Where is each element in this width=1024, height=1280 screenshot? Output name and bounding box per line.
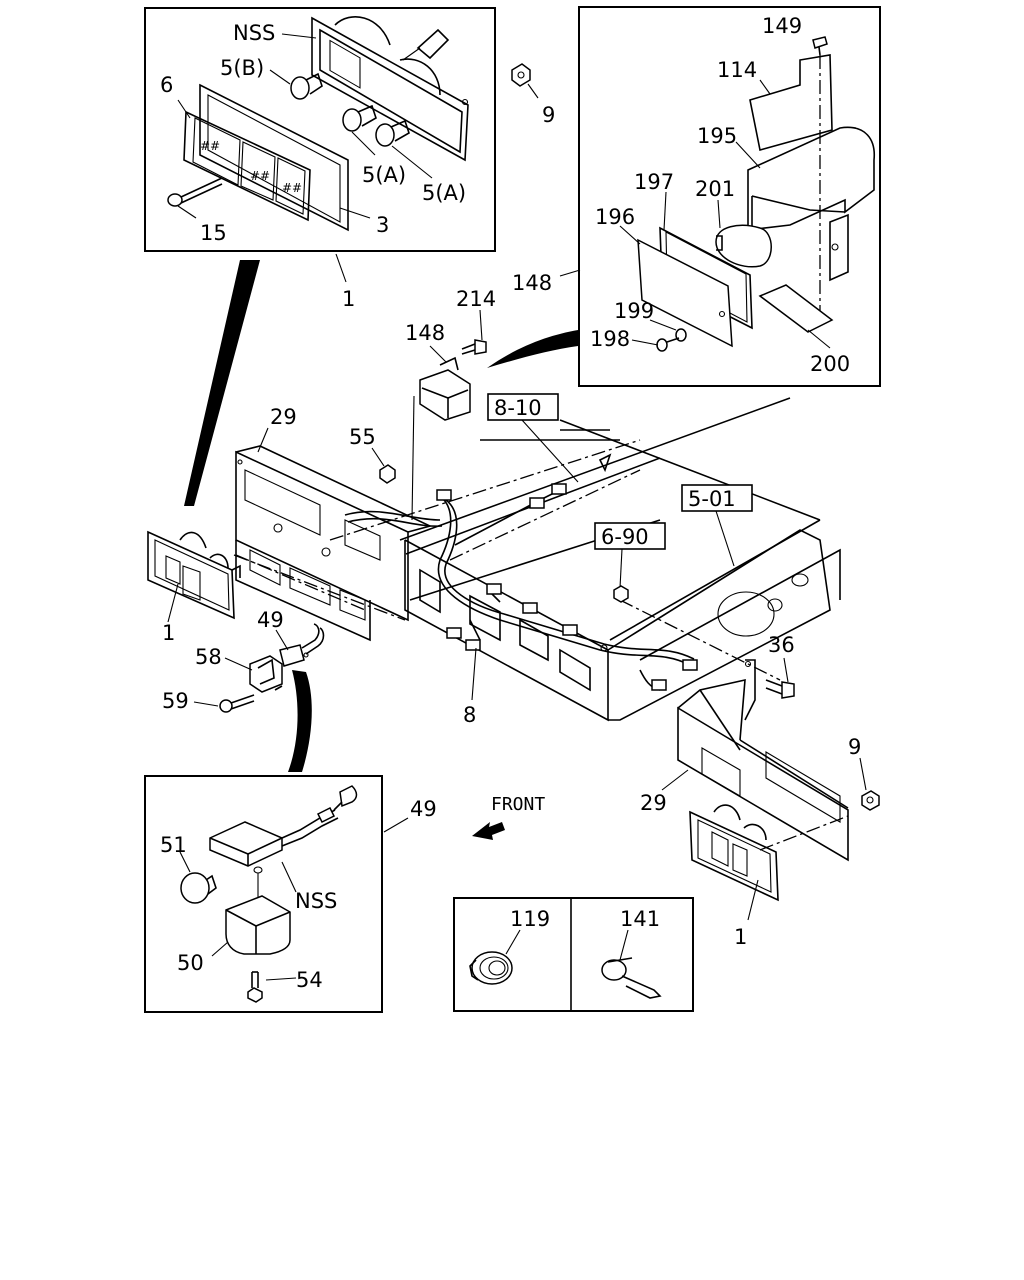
label-29-right: 29 — [640, 791, 667, 815]
screw-54 — [247, 971, 263, 1003]
marker-lamp-148 — [419, 356, 471, 421]
housing-195 — [747, 126, 876, 231]
label-214: 214 — [456, 287, 496, 311]
bulb-201 — [715, 224, 772, 268]
label-15: 15 — [200, 221, 227, 245]
lamp-lens: ## ## ## — [183, 110, 311, 222]
screw-198 — [656, 337, 680, 352]
label-3: 3 — [376, 213, 389, 237]
label-9-right: 9 — [848, 735, 861, 759]
label-149: 149 — [762, 14, 802, 38]
label-114: 114 — [717, 58, 757, 82]
label-198: 198 — [590, 327, 630, 351]
rear-crossmember-29 — [235, 445, 433, 642]
label-55: 55 — [349, 425, 376, 449]
clip-141 — [601, 957, 662, 999]
ref-box-5-01: 5-01 — [681, 484, 753, 567]
lamp-gasket — [199, 83, 349, 232]
lens-196 — [637, 238, 733, 348]
wiring-harness — [344, 483, 698, 691]
license-lamp-49 — [249, 623, 325, 693]
bracket-114 — [749, 54, 833, 152]
ref-6-90: 6-90 — [601, 525, 649, 549]
nut-9-top — [511, 63, 531, 87]
label-50: 50 — [177, 951, 204, 975]
grommet-119 — [469, 951, 513, 985]
ref-box-6-90: 6-90 — [594, 522, 666, 603]
nut-55 — [379, 464, 396, 484]
bulb-5a-right — [375, 119, 410, 147]
label-5a-2: 5(A) — [422, 181, 466, 205]
label-9-top: 9 — [542, 103, 555, 127]
label-29-top: 29 — [270, 405, 297, 429]
label-54: 54 — [296, 968, 323, 992]
label-148-box: 148 — [512, 271, 552, 295]
svg-text:##: ## — [250, 169, 270, 183]
plate-200 — [758, 284, 834, 333]
label-front: FRONT — [491, 794, 545, 815]
ref-8-10: 8-10 — [494, 396, 542, 420]
label-197: 197 — [634, 170, 674, 194]
callout-wedge-bottom — [288, 670, 312, 772]
svg-text:##: ## — [282, 181, 302, 195]
label-141: 141 — [620, 907, 660, 931]
label-201: 201 — [695, 177, 735, 201]
ref-5-01: 5-01 — [688, 487, 736, 511]
label-nss-top: NSS — [233, 21, 275, 45]
label-nss-bottom: NSS — [295, 889, 337, 913]
label-200: 200 — [810, 352, 850, 376]
label-58: 58 — [195, 645, 222, 669]
label-51: 51 — [160, 833, 187, 857]
accessory-parts-box: 119 141 — [453, 897, 694, 1012]
marker-lamp-detail-box: 149 114 195 197 201 196 199 198 200 148 — [512, 6, 881, 387]
bulb-5b — [290, 72, 323, 100]
label-49-box: 49 — [410, 797, 437, 821]
label-195: 195 — [697, 124, 737, 148]
label-5b: 5(B) — [220, 56, 264, 80]
rear-lamp-right — [689, 804, 849, 902]
lamp-housing — [311, 16, 469, 162]
label-36: 36 — [768, 633, 795, 657]
label-148: 148 — [405, 321, 445, 345]
label-59: 59 — [162, 689, 189, 713]
rear-lamp-detail-box: ## ## ## NSS 5(B) 6 9 5(A) 5(A) 15 3 — [144, 7, 555, 311]
rear-crossmember-29-right — [677, 659, 849, 862]
label-5a-1: 5(A) — [362, 163, 406, 187]
bolt-36 — [765, 679, 795, 699]
svg-text:##: ## — [200, 139, 220, 153]
ref-box-8-10: 8-10 — [487, 393, 579, 483]
lamp-body-nss — [209, 785, 358, 900]
label-49: 49 — [257, 608, 284, 632]
nut-9-right — [861, 790, 880, 811]
bolt-59 — [193, 694, 255, 713]
chassis-frame — [233, 397, 841, 722]
callout-wedge-right — [487, 330, 578, 368]
label-6: 6 — [160, 73, 173, 97]
bulb-5a-left — [342, 104, 377, 132]
label-1-top: 1 — [342, 287, 355, 311]
label-1-right: 1 — [734, 925, 747, 949]
lens-cover-50 — [225, 895, 291, 955]
screw-15 — [167, 177, 223, 207]
bolt-214 — [461, 339, 487, 355]
label-8: 8 — [463, 703, 476, 727]
front-direction-arrow: FRONT — [472, 794, 545, 840]
callout-wedge-left — [184, 260, 260, 506]
screw-149 — [812, 36, 828, 56]
label-1-left: 1 — [162, 621, 175, 645]
label-119: 119 — [510, 907, 550, 931]
label-196: 196 — [595, 205, 635, 229]
license-lamp-detail-box: 51 NSS 50 54 49 — [144, 775, 437, 1013]
rear-lamp-left — [147, 530, 366, 620]
bulb-51 — [180, 872, 217, 904]
label-199: 199 — [614, 299, 654, 323]
